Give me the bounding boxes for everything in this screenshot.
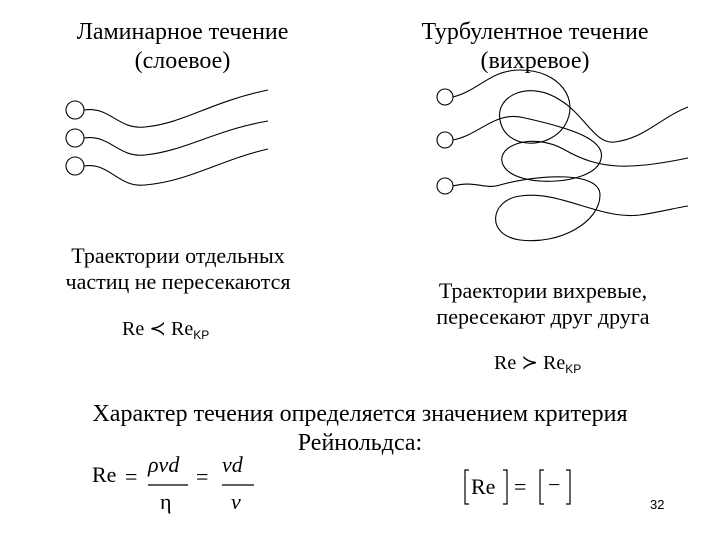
laminar-title: Ламинарное течение (слоевое) [76,19,289,74]
re-symbol: Re [122,318,145,340]
laminar-streamline-3 [83,148,269,186]
re-symbol: Re [92,462,117,487]
laminar-caption: Траектории отдельных частиц не пересекаю… [65,243,291,295]
laminar-particle-2 [65,128,85,148]
turbulent-particle-3 [436,177,454,195]
numerator-v-d: vd [222,452,243,477]
numerator-rho-v-d: ρvd [148,452,180,477]
dimension-dash: − [548,472,561,497]
laminar-streamline-2 [83,120,269,156]
laminar-inequality: Re ≺ ReKP [122,316,209,342]
re-symbol: Re [542,352,566,374]
turbulent-caption: Траектории вихревые, пересекают друг дру… [436,278,650,330]
re-symbol: Re [494,352,517,374]
eq-sign-2: = [196,464,209,489]
turbulent-particle-2 [436,131,454,149]
denominator-eta: η [160,489,172,514]
left-bracket-re [464,469,469,505]
kr-subscript: KP [565,362,582,376]
right-bracket-re [503,469,508,505]
page-number: 32 [650,497,665,512]
denominator-nu: ν [231,489,241,514]
laminar-streamline-1 [83,89,269,128]
turbulent-particle-1 [436,88,454,106]
right-bracket-dash [566,469,571,505]
turbulent-flow-diagram [436,69,689,242]
turbulent-streamline-3 [452,176,689,242]
dimension-re-text: Re [471,474,496,499]
eq-sign-1: = [125,464,138,489]
reynolds-formula: Re [92,462,116,488]
main-text: Характер течения определяется значением … [92,401,628,456]
turbulent-title: Турбулентное течение (вихревое) [421,19,649,74]
kr-subscript: KP [193,328,210,342]
turbulent-inequality: Re ≻ ReKP [494,350,581,376]
dimension-eq-sign: = [514,474,527,499]
greater-sign: ≻ [521,352,538,374]
less-sign: ≺ [149,318,166,340]
turbulent-streamline-1 [452,69,689,144]
re-symbol: Re [170,318,194,340]
turbulent-streamline-2 [452,115,689,182]
laminar-particle-1 [65,100,85,120]
laminar-flow-diagram [65,89,269,186]
dimension-brackets [148,469,571,505]
laminar-particle-3 [65,156,85,176]
left-bracket-dash [539,469,544,505]
